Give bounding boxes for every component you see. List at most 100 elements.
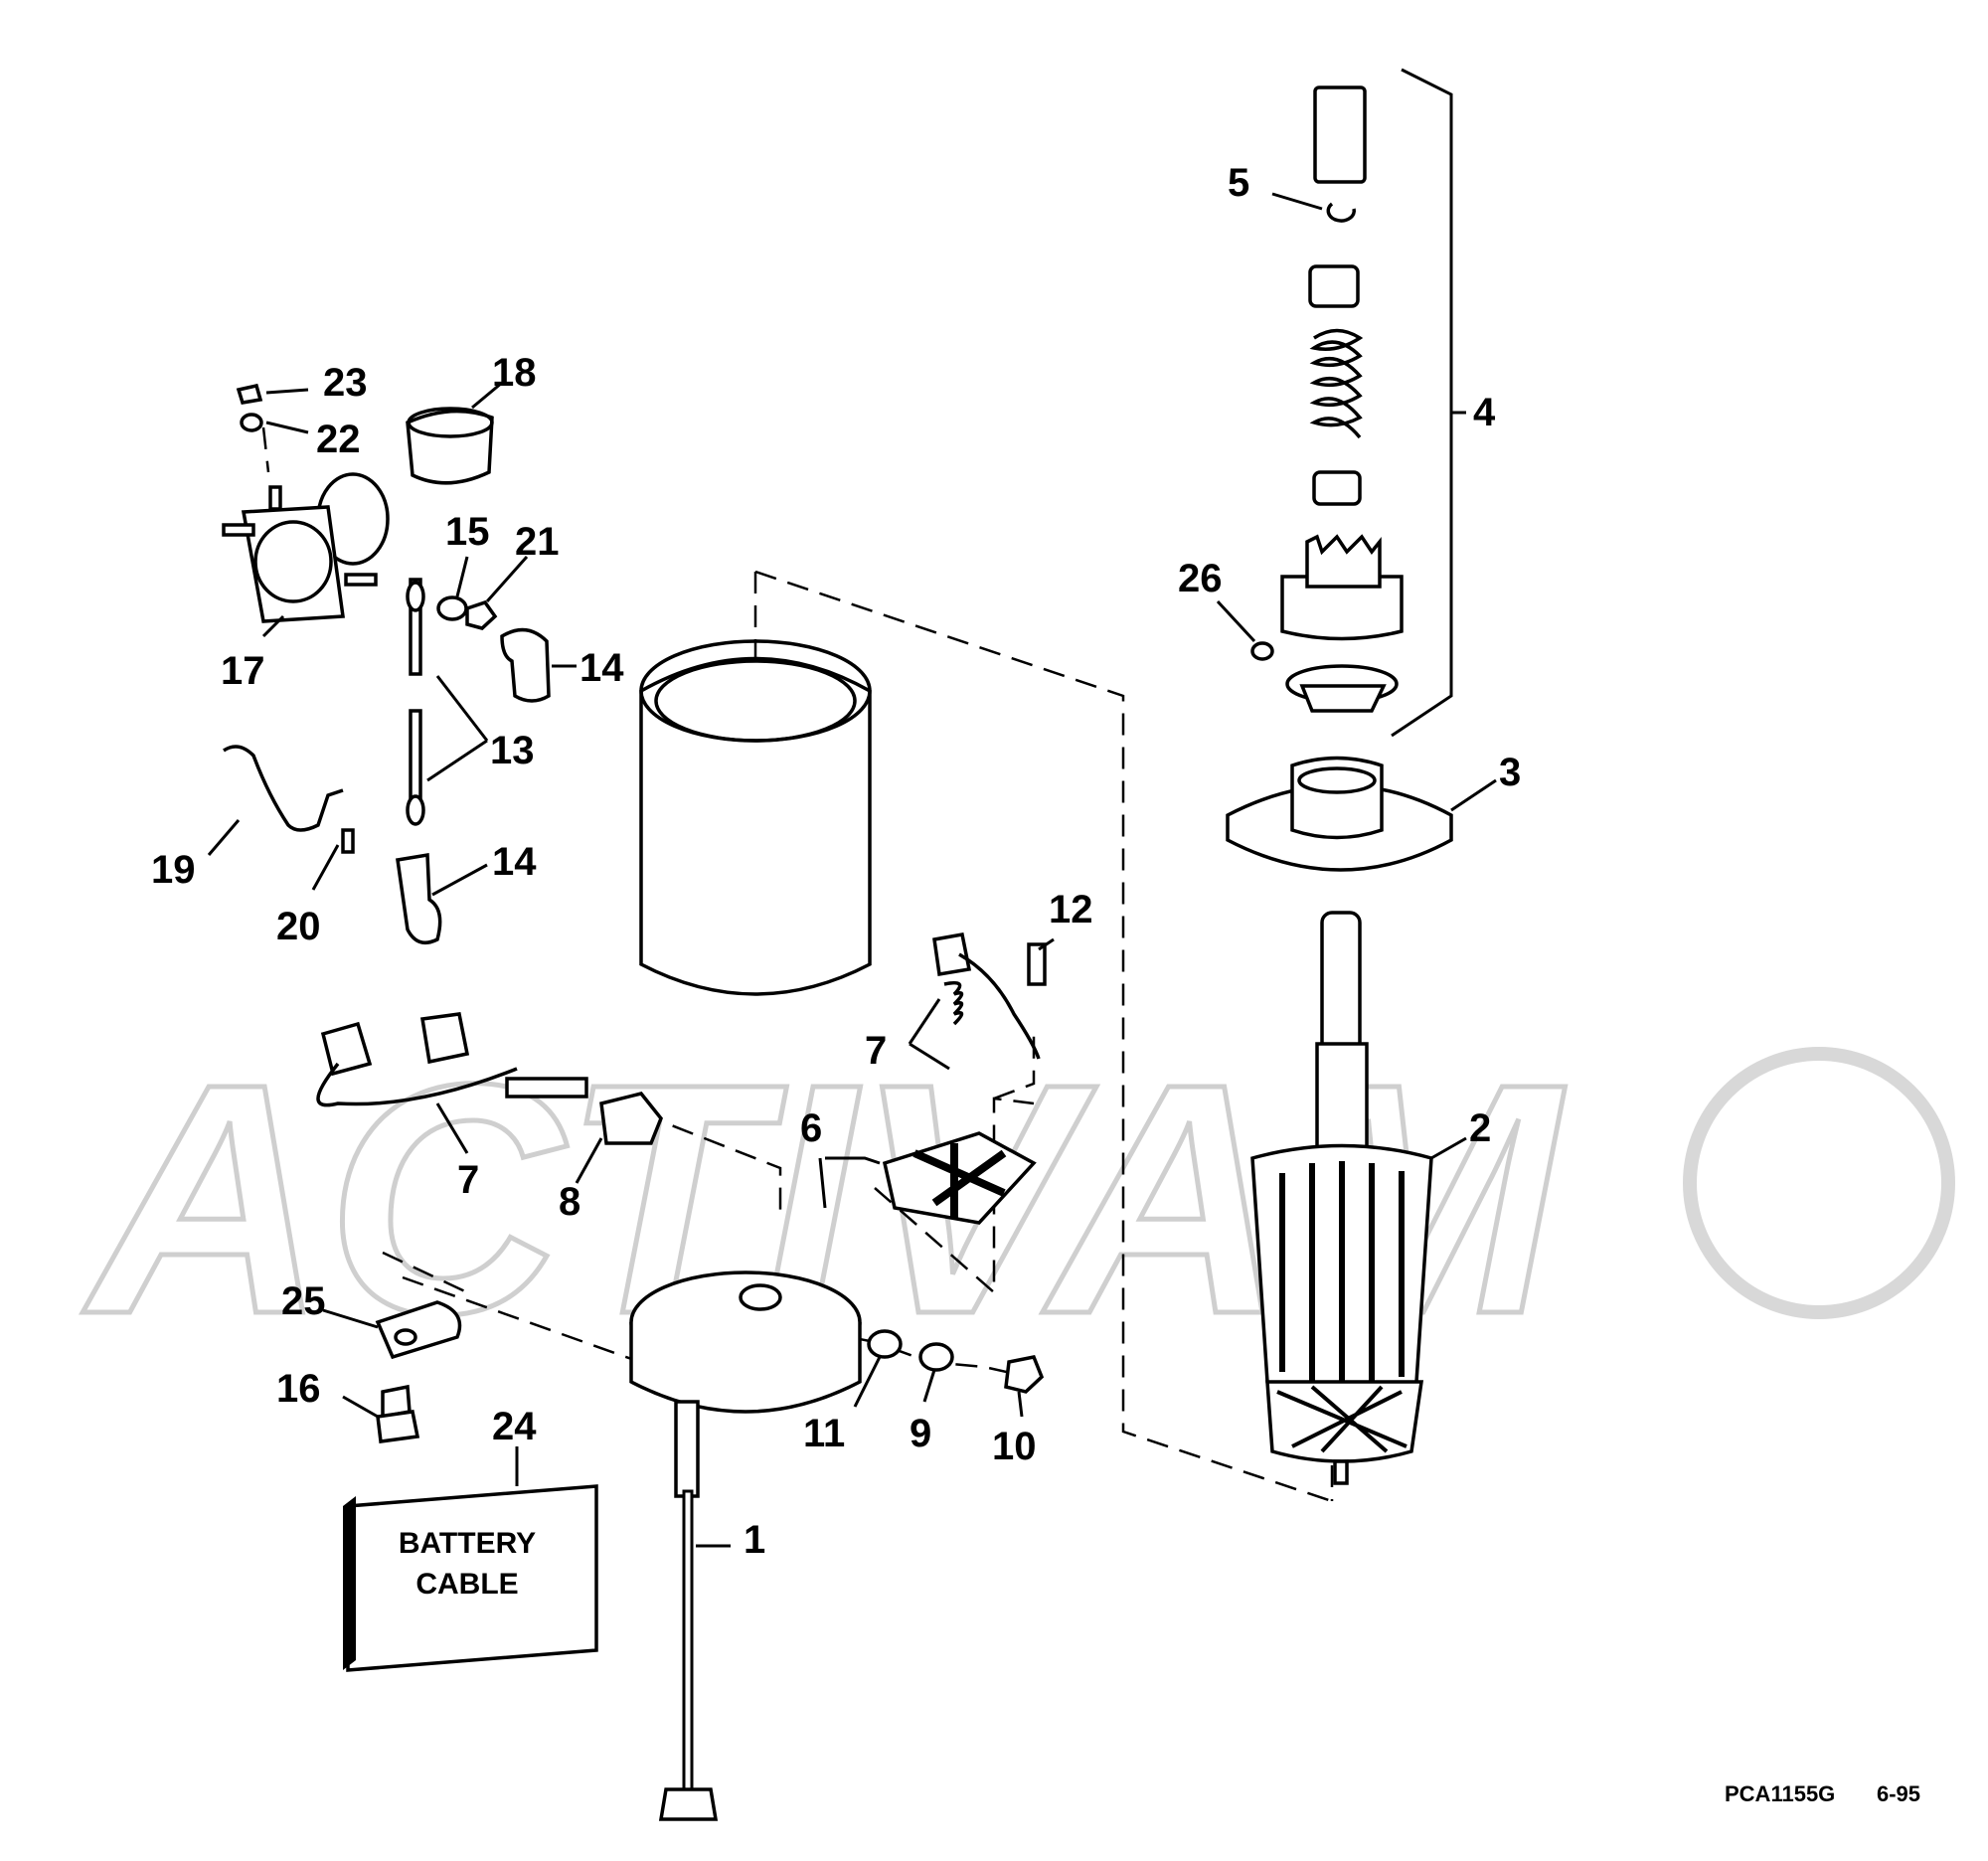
drive-pinion-gear — [1305, 534, 1382, 589]
battery-label-line1: BATTERY — [399, 1527, 536, 1560]
leader-5 — [1271, 192, 1323, 211]
cable-13-upper — [409, 578, 422, 676]
leader-6 — [818, 1156, 881, 1209]
pinion-nut — [1299, 684, 1387, 713]
nut-23 — [236, 383, 263, 405]
cable-13-lower — [409, 709, 422, 807]
guide-line-bracket-8 — [640, 1111, 782, 1218]
drive-assembly — [1226, 85, 1453, 872]
brush-plate-ribs — [912, 1143, 1007, 1218]
solenoid-cap — [253, 520, 333, 603]
leader-15 — [455, 556, 469, 597]
brush-upper — [932, 931, 972, 977]
callout-6: 6 — [800, 1106, 822, 1150]
terminal-boot-14-lower — [396, 852, 442, 945]
guide-line-solenoid-nuts — [261, 426, 270, 473]
brush-right — [419, 1012, 470, 1065]
brush-upper-lead — [958, 952, 1041, 1060]
callout-10: 10 — [992, 1425, 1037, 1468]
through-bolt-threads — [674, 1400, 700, 1498]
leader-2 — [1430, 1136, 1467, 1160]
leader-19 — [207, 819, 241, 856]
through-bolt — [658, 1400, 719, 1821]
terminal-boot-14-upper — [500, 627, 551, 703]
guide-line-frame-right — [754, 570, 1333, 1503]
guide-line-clamp-end — [382, 1251, 468, 1294]
leader-7a — [908, 998, 950, 1071]
armature-shaft-splined — [1315, 1042, 1369, 1155]
end-cap-side — [629, 1322, 862, 1414]
callout-14-lower: 14 — [492, 840, 537, 884]
battery-label-line2: CABLE — [415, 1568, 518, 1601]
callout-19: 19 — [151, 848, 196, 892]
armature-windings — [1279, 1161, 1405, 1390]
callout-17: 17 — [221, 649, 265, 693]
commutator-end-cap — [629, 1270, 862, 1414]
leader-lines — [207, 192, 1497, 1548]
callout-20: 20 — [276, 905, 321, 948]
clamp-25-hole — [394, 1328, 417, 1346]
brush-terminal-stud — [505, 1077, 588, 1099]
armature-shaft-upper — [1320, 911, 1362, 1054]
boot-18-rim — [407, 407, 494, 438]
lockwasher-15 — [436, 595, 468, 621]
callout-7-lower: 7 — [457, 1158, 479, 1202]
spring-retainer — [1312, 470, 1362, 506]
callout-15: 15 — [445, 510, 490, 554]
bolt-16-head — [376, 1410, 420, 1443]
reference-date: 6-95 — [1877, 1781, 1920, 1806]
solenoid-stud-left — [222, 523, 255, 537]
brush-left — [320, 1021, 373, 1077]
callout-7-upper: 7 — [865, 1029, 887, 1073]
solenoid-small-terminal — [268, 485, 282, 511]
leader-17 — [261, 614, 285, 638]
leader-18 — [471, 381, 503, 410]
leader-16 — [342, 1395, 379, 1419]
leader-23 — [265, 388, 309, 395]
callout-24: 24 — [492, 1405, 537, 1448]
drive-pinion-body — [1280, 575, 1404, 641]
callout-2: 2 — [1469, 1106, 1491, 1150]
callout-5: 5 — [1228, 161, 1249, 205]
callout-13: 13 — [490, 729, 535, 772]
callout-21: 21 — [515, 520, 560, 564]
brush-set-lower — [316, 1012, 588, 1107]
brush-lead-wire — [316, 1062, 518, 1107]
armature — [1250, 911, 1433, 1485]
watermark: ACTIVAM — [77, 1013, 1955, 1385]
frame-shell — [639, 656, 872, 996]
starter-frame — [639, 639, 872, 996]
leader-25 — [322, 1308, 379, 1329]
watermark-motorcycle-wheel — [1683, 1047, 1955, 1319]
brush-spring — [943, 981, 964, 1026]
callout-16: 16 — [276, 1367, 321, 1411]
leader-20 — [311, 844, 340, 891]
callout-11: 11 — [803, 1412, 845, 1455]
callout-9: 9 — [910, 1412, 931, 1455]
through-bolt-head — [658, 1787, 719, 1821]
spacer-collar — [1308, 264, 1360, 308]
leader-8 — [575, 1137, 603, 1184]
leader-22 — [265, 421, 309, 434]
commutator-bars — [1276, 1385, 1408, 1453]
screw-20 — [341, 828, 355, 854]
clamp-19 — [223, 745, 344, 832]
cable-13-lower-ring — [406, 794, 425, 826]
leader-13 — [426, 675, 489, 782]
washer-9 — [918, 1342, 954, 1372]
leader-7b — [435, 1102, 469, 1154]
callout-4: 4 — [1473, 391, 1496, 434]
callout-26: 26 — [1178, 557, 1223, 600]
brush-holder-plate — [882, 1131, 1037, 1225]
pinion-stop-sleeve — [1313, 85, 1367, 184]
washer-22 — [240, 413, 263, 432]
boot-18 — [406, 409, 494, 485]
through-bolt-shaft — [682, 1489, 694, 1791]
screw-12 — [1027, 942, 1047, 986]
solenoid — [222, 472, 390, 623]
callout-18: 18 — [492, 351, 537, 395]
washer-11 — [867, 1329, 903, 1359]
battery-cable-package: BATTERY CABLE — [343, 1484, 598, 1672]
retaining-ring-5 — [1326, 202, 1357, 223]
